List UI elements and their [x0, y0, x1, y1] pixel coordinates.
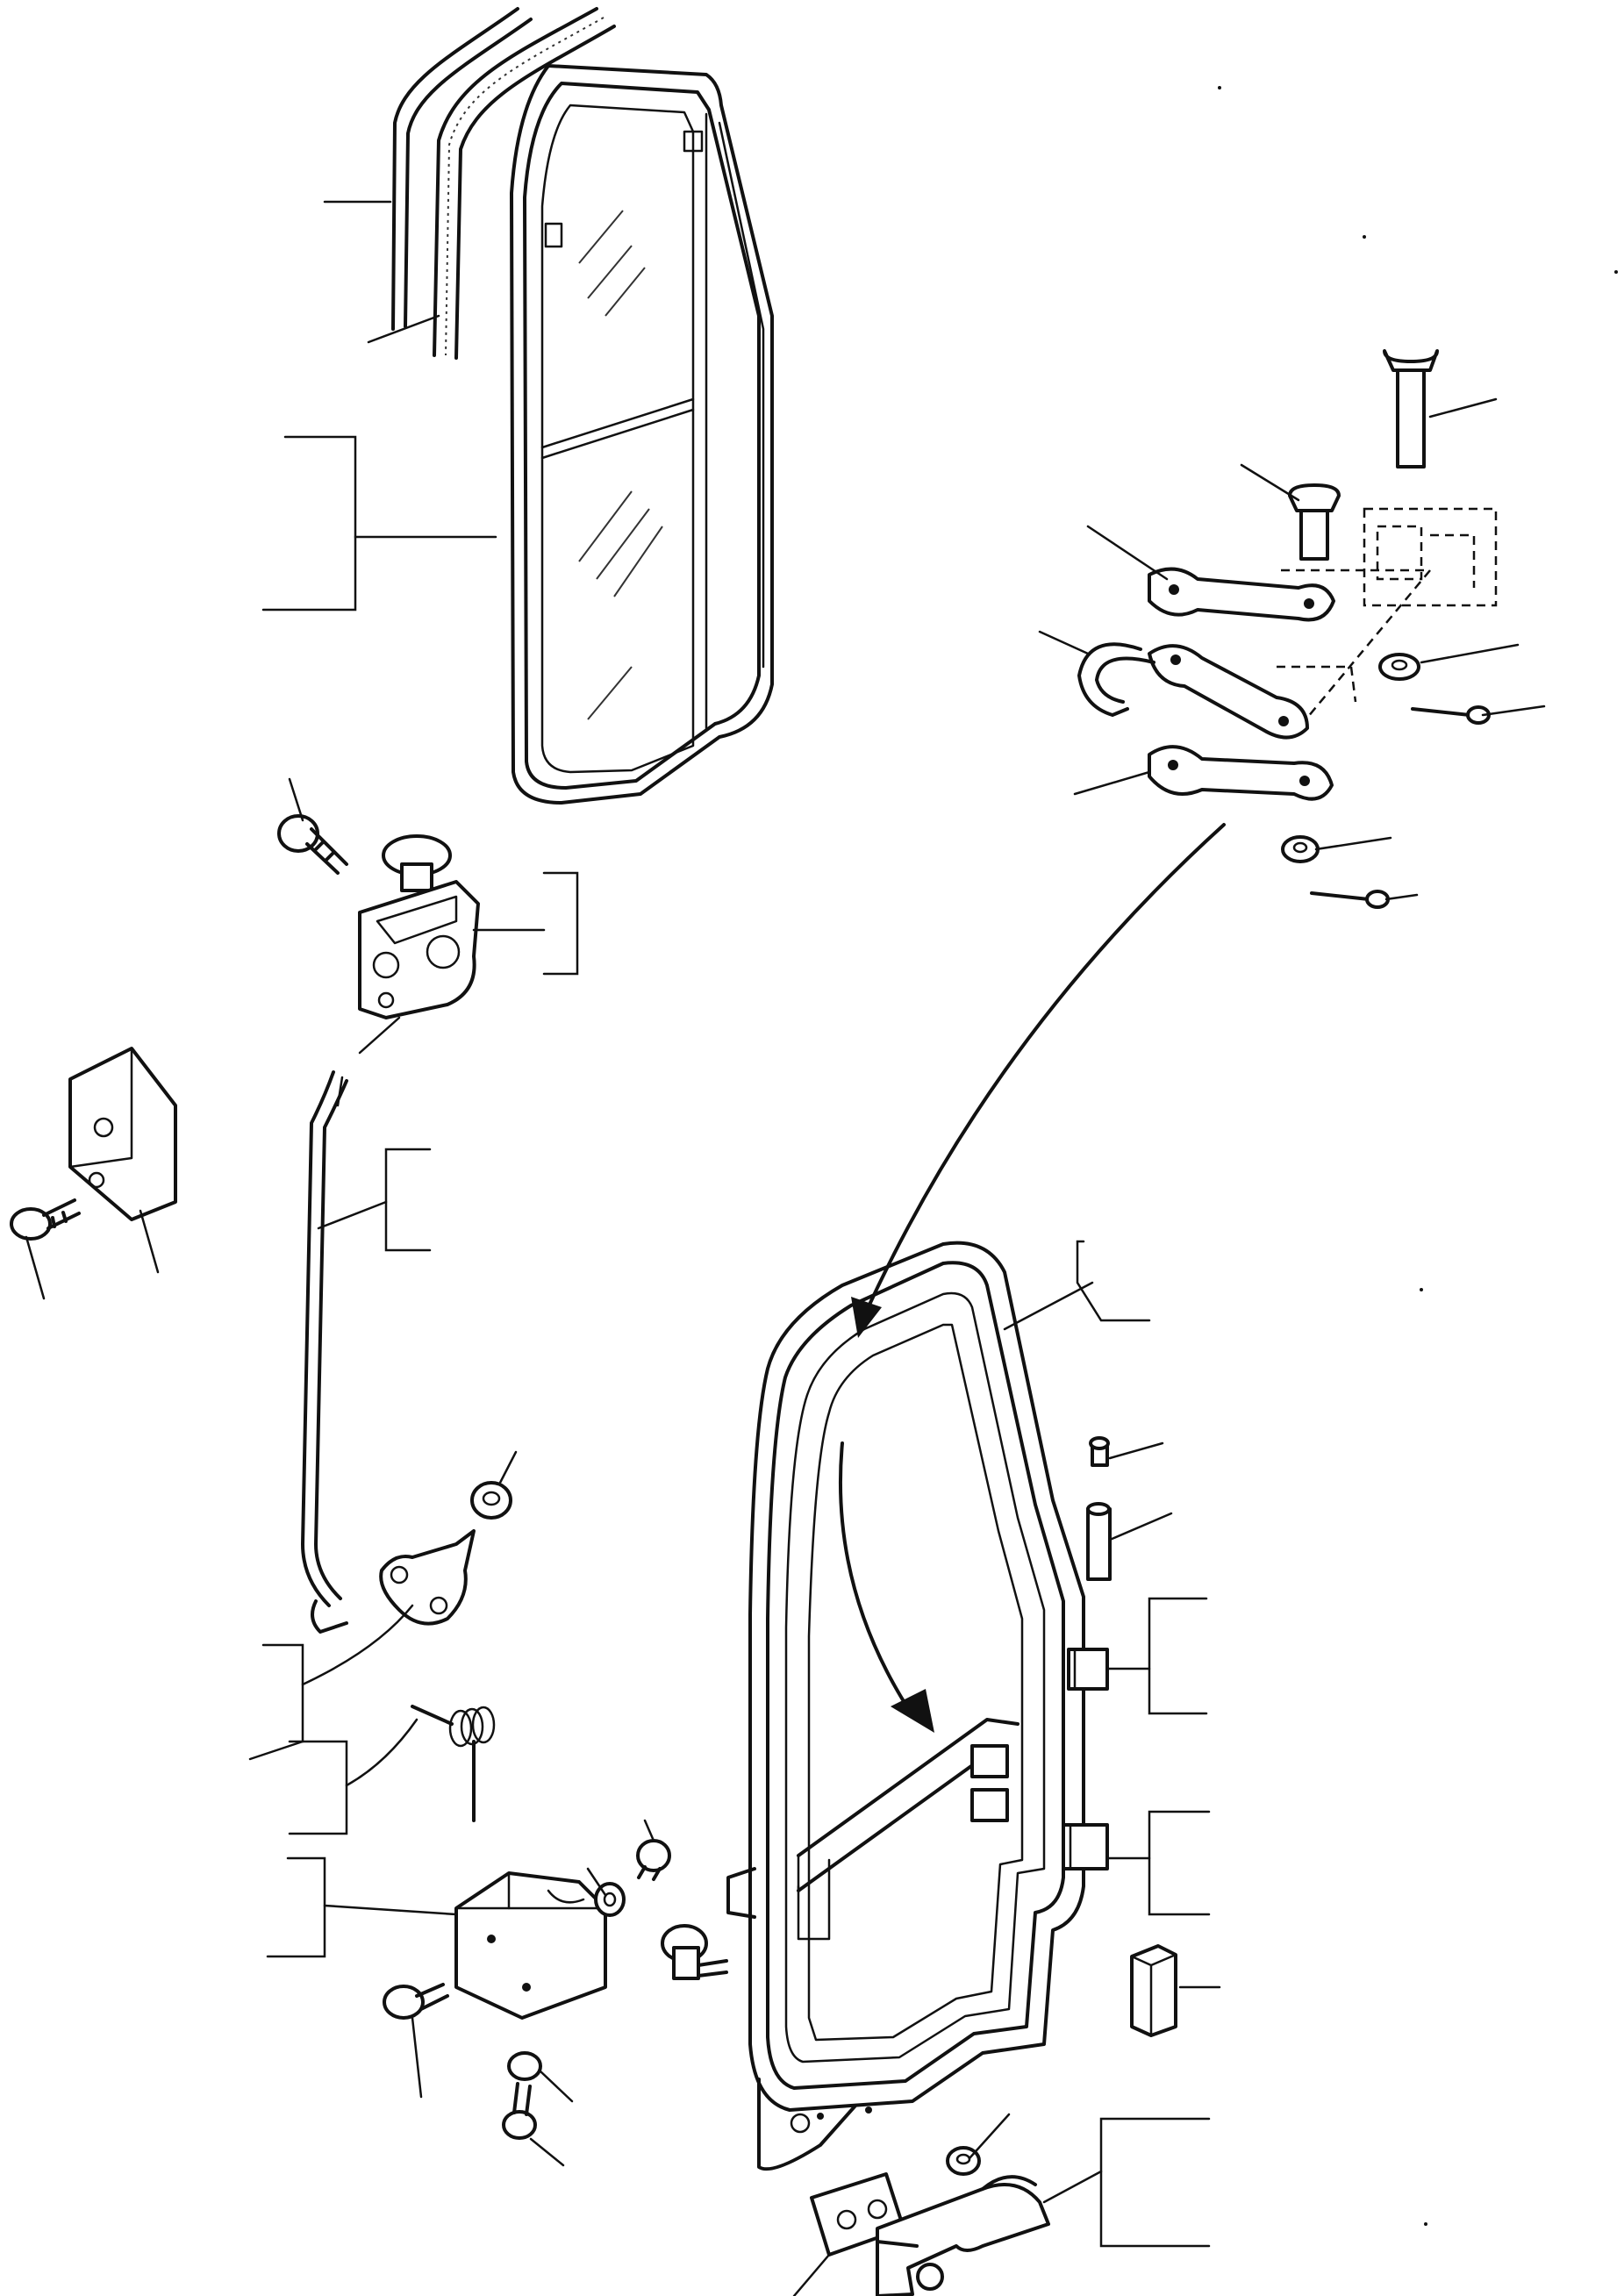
hinge-bracket-dashed [1277, 507, 1498, 729]
leader-lines [25, 200, 1546, 2296]
hinge-bushing [1086, 1502, 1112, 1581]
grease-nipple [1089, 1436, 1110, 1467]
door-grab-handle [876, 2175, 1050, 2296]
assembly-arrow-upper [851, 823, 1226, 1338]
assembly-arrow-inner [839, 1441, 934, 1733]
hinge-washer-lower [1281, 835, 1320, 863]
rubber-stopper [1130, 1944, 1177, 2037]
hinge-cotter-pin-lower [1310, 890, 1390, 909]
latch-screw-right [636, 1839, 671, 1881]
lever-nut [470, 1481, 512, 1520]
hinge-cotter-pin-right [1411, 705, 1491, 725]
hinge-pin-long [1383, 349, 1439, 468]
striker-screw [10, 1198, 81, 1241]
latch-housing [454, 1871, 607, 2020]
lock-bolt-screw [277, 814, 348, 875]
window-seal-strip [391, 7, 533, 331]
hinge-link-upper [1148, 567, 1335, 622]
window-weather-strip [433, 7, 616, 360]
latch-screw-bottom [502, 2082, 537, 2140]
hinge-washer-right [1378, 653, 1420, 681]
sliding-window-glass [510, 64, 774, 805]
torsion-spring [411, 1705, 496, 1822]
hinge-link-lower [1148, 745, 1334, 801]
lock-knob [382, 834, 452, 892]
door-mount-bolt [661, 1924, 728, 1980]
door-hinge-lower [1062, 1823, 1109, 1870]
door-hinge-upper [1067, 1648, 1109, 1691]
lever-plate [379, 1529, 476, 1626]
striker-bracket [68, 1047, 177, 1221]
door-frame [726, 1241, 1085, 2171]
latch-nut-bottom [507, 2051, 542, 2081]
scan-specks [1218, 86, 1618, 2226]
latch-screw-left [383, 1983, 449, 2020]
hinge-link-middle [1077, 642, 1309, 740]
handle-nut [946, 2146, 981, 2176]
lock-body [358, 880, 480, 1019]
hinge-pin-short [1288, 483, 1341, 561]
connecting-rod [301, 1070, 348, 1634]
